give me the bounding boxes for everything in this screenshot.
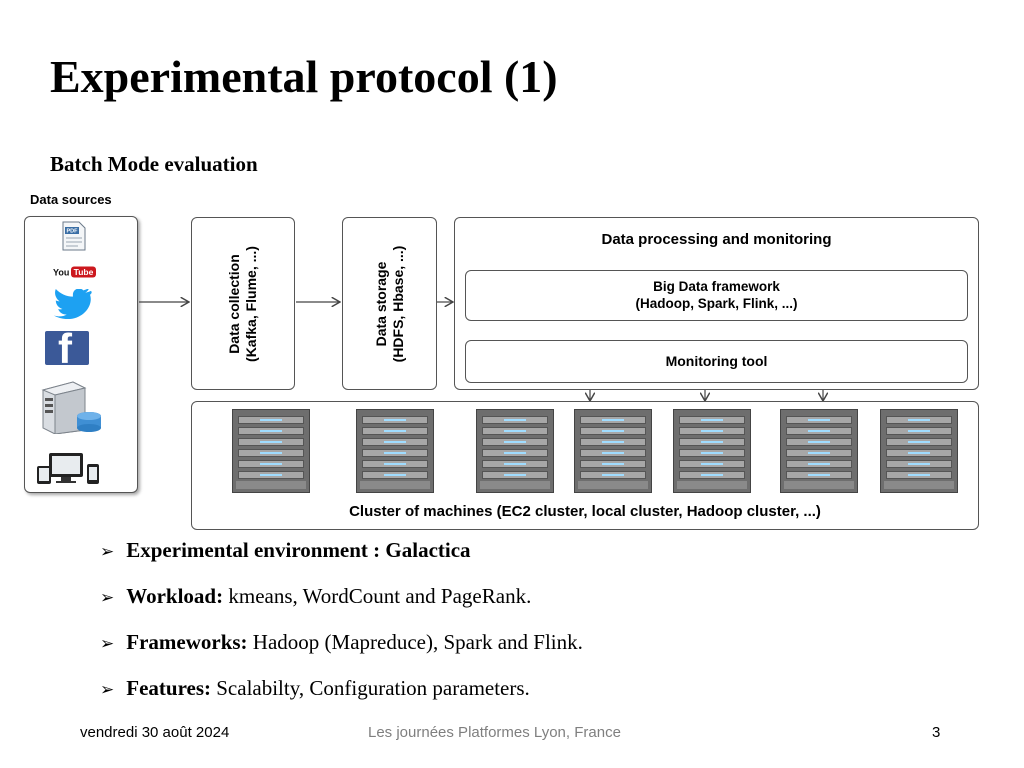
footer-event: Les journées Platformes Lyon, France [368, 724, 621, 741]
server-rack-icon [574, 409, 652, 493]
server-slot [482, 449, 548, 457]
server-slot [679, 471, 745, 479]
footer-date: vendredi 30 août 2024 [80, 724, 230, 741]
server-rack-icon [476, 409, 554, 493]
server-rack-icon [880, 409, 958, 493]
server-slot [786, 416, 852, 424]
data-collection-tools: (Kafka, Flume, ...) [243, 245, 259, 362]
server-slot [482, 460, 548, 468]
data-storage-tools: (HDFS, Hbase, ...) [389, 245, 406, 362]
data-collection-label: Data collection [226, 253, 242, 354]
data-processing-box: Data processing and monitoring Big Data … [454, 217, 979, 390]
svg-text:Tube: Tube [74, 267, 94, 277]
server-slot [886, 460, 952, 468]
twitter-bird-icon [52, 288, 94, 320]
big-data-framework-box: Big Data framework (Hadoop, Spark, Flink… [465, 270, 968, 321]
monitoring-tool-box: Monitoring tool [465, 340, 968, 383]
server-slot [482, 427, 548, 435]
server-rack-icon [780, 409, 858, 493]
arrow-bullet-icon: ➢ [100, 634, 115, 654]
server-slot [362, 427, 428, 435]
bullet-list: ➢Experimental environment : Galactica ➢W… [100, 536, 583, 720]
server-slot [580, 438, 646, 446]
server-slot [238, 460, 304, 468]
data-sources-label: Data sources [30, 192, 112, 207]
server-slot [886, 438, 952, 446]
monitoring-tool-label: Monitoring tool [665, 353, 768, 369]
server-database-icon [39, 380, 103, 435]
bullet-item: ➢Frameworks: Hadoop (Mapreduce), Spark a… [100, 630, 583, 654]
server-slot [482, 416, 548, 424]
server-slot [238, 471, 304, 479]
big-data-framework-tools: (Hadoop, Spark, Flink, ...) [635, 296, 798, 311]
server-slot [362, 449, 428, 457]
server-slot [580, 460, 646, 468]
server-slot [238, 427, 304, 435]
server-slot [679, 460, 745, 468]
slide-subtitle: Batch Mode evaluation [50, 152, 258, 176]
cluster-box: Cluster of machines (EC2 cluster, local … [191, 401, 979, 530]
cluster-label: Cluster of machines (EC2 cluster, local … [349, 503, 821, 520]
server-slot [238, 449, 304, 457]
server-slot [580, 449, 646, 457]
svg-text:PDF: PDF [67, 229, 79, 235]
bullet-item: ➢Features: Scalabilty, Configuration par… [100, 676, 530, 700]
server-rack-icon [356, 409, 434, 493]
server-slot [886, 471, 952, 479]
server-slot [886, 449, 952, 457]
server-slot [238, 416, 304, 424]
svg-text:You: You [53, 268, 69, 278]
server-slot [679, 438, 745, 446]
big-data-framework-label: Big Data framework [653, 279, 780, 294]
facebook-logo-icon: f [45, 331, 89, 365]
server-slot [786, 438, 852, 446]
server-slot [679, 449, 745, 457]
page-number: 3 [932, 724, 941, 741]
server-slot [580, 471, 646, 479]
slide-title: Experimental protocol (1) [50, 51, 558, 102]
data-storage-box: Data storage (HDFS, Hbase, ...) [342, 217, 437, 390]
arrow-bullet-icon: ➢ [100, 542, 115, 562]
server-rack-icon [232, 409, 310, 493]
server-slot [362, 460, 428, 468]
server-slot [786, 449, 852, 457]
server-slot [786, 460, 852, 468]
server-slot [786, 471, 852, 479]
server-slot [482, 471, 548, 479]
data-collection-box: Data collection (Kafka, Flume, ...) [191, 217, 295, 390]
server-slot [238, 438, 304, 446]
bullet-item: ➢Experimental environment : Galactica [100, 538, 471, 562]
bullet-item: ➢Workload: kmeans, WordCount and PageRan… [100, 584, 532, 608]
server-slot [886, 427, 952, 435]
server-slot [362, 438, 428, 446]
arrow-bullet-icon: ➢ [100, 680, 115, 700]
server-slot [482, 438, 548, 446]
server-slot [362, 471, 428, 479]
youtube-logo-icon: You Tube [53, 265, 97, 278]
server-slot [886, 416, 952, 424]
server-rack-icon [673, 409, 751, 493]
server-slot [679, 427, 745, 435]
server-slot [679, 416, 745, 424]
data-sources-box: PDF You Tube f [24, 216, 138, 493]
server-slot [580, 416, 646, 424]
server-slot [362, 416, 428, 424]
data-storage-label: Data storage [372, 261, 389, 346]
server-slot [786, 427, 852, 435]
devices-icon [35, 452, 101, 486]
pdf-document-icon: PDF [62, 221, 86, 251]
arrow-bullet-icon: ➢ [100, 588, 115, 608]
data-processing-title: Data processing and monitoring [601, 231, 832, 248]
server-slot [580, 427, 646, 435]
